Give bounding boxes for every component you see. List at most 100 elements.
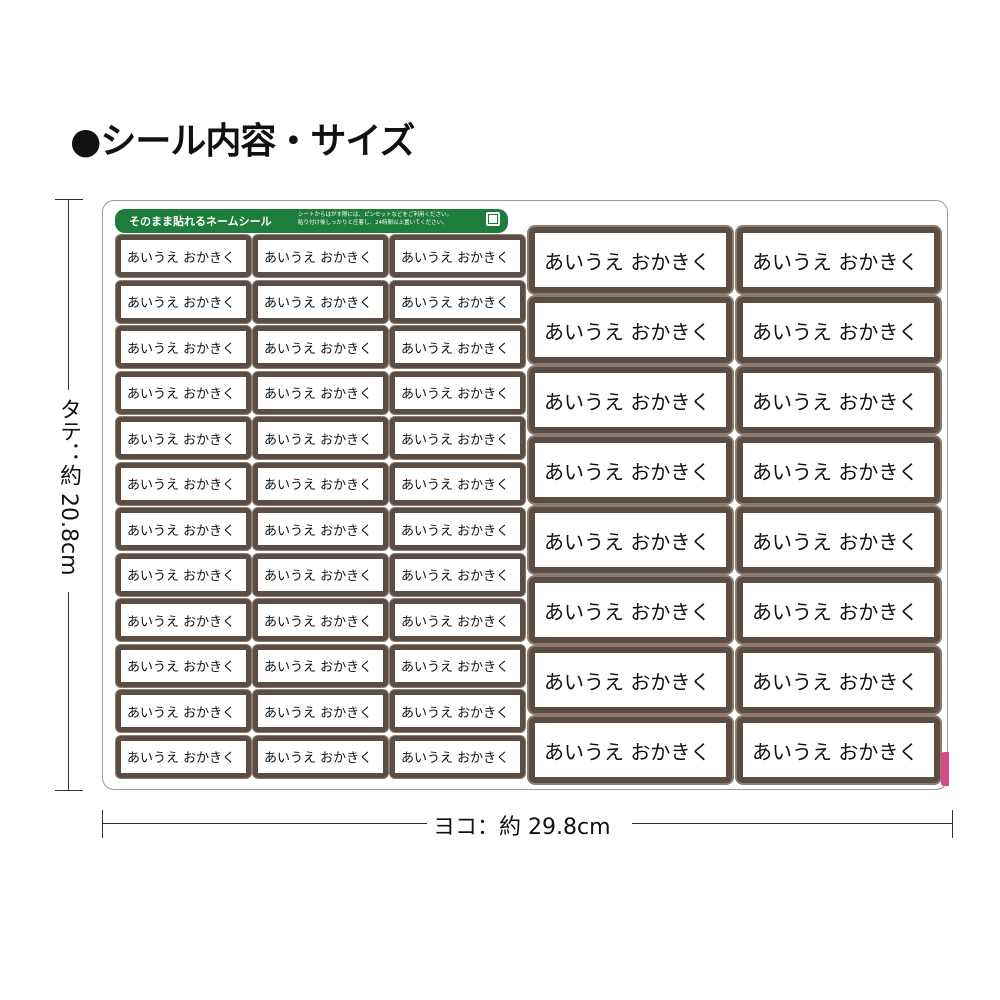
small-name-label: あいうえ おかきく xyxy=(116,735,251,778)
small-name-label-text: あいうえ おかきく xyxy=(401,705,510,721)
large-name-label: あいうえ おかきく xyxy=(737,717,940,783)
small-name-label: あいうえ おかきく xyxy=(390,690,525,732)
large-name-label-text: あいうえ おかきく xyxy=(752,459,919,484)
small-name-label: あいうえ おかきく xyxy=(253,235,388,277)
sheet-header-title: そのまま貼れるネームシール xyxy=(129,215,272,228)
small-name-label: あいうえ おかきく xyxy=(116,326,251,368)
small-name-label: あいうえ おかきく xyxy=(116,644,251,687)
large-name-label-text: あいうえ おかきく xyxy=(752,249,919,274)
small-name-label: あいうえ おかきく xyxy=(253,599,388,641)
sheet-header-note-line: 貼り付け後しっかりと圧着し、24時間以上置いてください。 xyxy=(298,220,448,226)
height-dimension-line xyxy=(68,200,69,390)
checkbox-icon xyxy=(486,212,500,226)
small-name-label: あいうえ おかきく xyxy=(253,280,388,323)
small-name-label: あいうえ おかきく xyxy=(390,235,525,277)
small-name-label-text: あいうえ おかきく xyxy=(127,387,236,402)
large-name-label: あいうえ おかきく xyxy=(529,437,732,503)
small-name-label: あいうえ おかきく xyxy=(253,326,388,368)
large-name-label: あいうえ おかきく xyxy=(737,297,940,363)
small-name-label-text: あいうえ おかきく xyxy=(401,341,510,357)
small-name-label: あいうえ おかきく xyxy=(390,599,525,641)
large-name-label: あいうえ おかきく xyxy=(737,227,940,293)
large-name-label-text: あいうえ おかきく xyxy=(544,739,711,764)
large-name-label: あいうえ おかきく xyxy=(529,647,732,713)
small-name-label: あいうえ おかきく xyxy=(253,462,388,505)
small-name-label-text: あいうえ おかきく xyxy=(127,250,236,266)
large-name-label: あいうえ おかきく xyxy=(737,647,940,713)
large-name-label: あいうえ おかきく xyxy=(529,507,732,573)
large-name-label-text: あいうえ おかきく xyxy=(752,739,919,764)
small-name-label: あいうえ おかきく xyxy=(390,644,525,687)
small-name-label: あいうえ おかきく xyxy=(253,508,388,550)
small-name-label: あいうえ おかきく xyxy=(116,280,251,323)
large-name-label-text: あいうえ おかきく xyxy=(544,389,711,414)
small-name-label-text: あいうえ おかきく xyxy=(264,432,373,448)
small-name-label: あいうえ おかきく xyxy=(253,371,388,414)
small-name-label: あいうえ おかきく xyxy=(116,508,251,550)
small-name-label-text: あいうえ おかきく xyxy=(127,341,236,357)
large-name-label: あいうえ おかきく xyxy=(737,367,940,433)
small-name-label: あいうえ おかきく xyxy=(253,417,388,459)
large-name-label-text: あいうえ おかきく xyxy=(544,319,711,344)
width-dimension-tick-right xyxy=(952,810,953,838)
small-name-label-text: あいうえ おかきく xyxy=(264,478,373,493)
small-name-label-text: あいうえ おかきく xyxy=(127,296,236,311)
small-name-label: あいうえ おかきく xyxy=(116,462,251,505)
small-name-label-text: あいうえ おかきく xyxy=(401,751,510,766)
large-name-label: あいうえ おかきく xyxy=(529,227,732,293)
large-name-label: あいうえ おかきく xyxy=(529,577,732,643)
small-name-label-text: あいうえ おかきく xyxy=(401,478,510,493)
small-name-label-text: あいうえ おかきく xyxy=(401,387,510,402)
large-name-label-text: あいうえ おかきく xyxy=(544,669,711,694)
small-name-label-text: あいうえ おかきく xyxy=(401,250,510,266)
small-name-label: あいうえ おかきく xyxy=(390,280,525,323)
small-name-label: あいうえ おかきく xyxy=(116,371,251,414)
width-dimension-tick-left xyxy=(102,810,103,838)
sheet-pink-tab xyxy=(941,752,949,786)
small-name-label-text: あいうえ おかきく xyxy=(401,523,510,539)
width-dimension-line xyxy=(632,823,953,824)
large-name-label-text: あいうえ おかきく xyxy=(544,459,711,484)
height-dimension-tick-bottom xyxy=(55,790,83,791)
small-name-label-text: あいうえ おかきく xyxy=(264,250,373,266)
small-name-label: あいうえ おかきく xyxy=(116,690,251,732)
sheet-header-bar: そのまま貼れるネームシール シートからはがす際には、ピンセットなどをご利用くださ… xyxy=(115,209,508,233)
small-name-label: あいうえ おかきく xyxy=(390,735,525,778)
small-name-label-text: あいうえ おかきく xyxy=(401,296,510,311)
sheet-header-note: シートからはがす際には、ピンセットなどをご利用ください。 貼り付け後しっかりと圧… xyxy=(298,211,488,227)
large-name-label: あいうえ おかきく xyxy=(737,437,940,503)
height-dimension-line xyxy=(68,592,69,790)
small-name-label: あいうえ おかきく xyxy=(116,553,251,596)
small-name-label-text: あいうえ おかきく xyxy=(264,660,373,675)
small-name-label-text: あいうえ おかきく xyxy=(401,432,510,448)
small-name-label: あいうえ おかきく xyxy=(253,644,388,687)
small-name-label-text: あいうえ おかきく xyxy=(127,614,236,630)
small-name-label: あいうえ おかきく xyxy=(390,371,525,414)
small-name-label: あいうえ おかきく xyxy=(116,417,251,459)
small-name-label: あいうえ おかきく xyxy=(253,553,388,596)
large-name-label-text: あいうえ おかきく xyxy=(752,529,919,554)
large-name-label-text: あいうえ おかきく xyxy=(752,599,919,624)
small-name-label-text: あいうえ おかきく xyxy=(127,478,236,493)
small-name-label: あいうえ おかきく xyxy=(253,735,388,778)
small-name-label-text: あいうえ おかきく xyxy=(127,569,236,584)
height-dimension-tick-top xyxy=(55,199,83,200)
small-name-label-text: あいうえ おかきく xyxy=(264,705,373,721)
small-name-label-text: あいうえ おかきく xyxy=(127,432,236,448)
small-name-label-text: あいうえ おかきく xyxy=(264,387,373,402)
small-name-label-text: あいうえ おかきく xyxy=(401,614,510,630)
large-name-label-text: あいうえ おかきく xyxy=(544,529,711,554)
small-name-label-text: あいうえ おかきく xyxy=(264,296,373,311)
large-name-label-text: あいうえ おかきく xyxy=(544,599,711,624)
small-name-label-text: あいうえ おかきく xyxy=(127,523,236,539)
large-name-label: あいうえ おかきく xyxy=(529,297,732,363)
small-name-label: あいうえ おかきく xyxy=(116,235,251,277)
sheet-header-note-line: シートからはがす際には、ピンセットなどをご利用ください。 xyxy=(298,212,453,218)
small-name-label: あいうえ おかきく xyxy=(390,417,525,459)
large-name-label-text: あいうえ おかきく xyxy=(544,249,711,274)
small-name-label-text: あいうえ おかきく xyxy=(127,751,236,766)
large-name-label-text: あいうえ おかきく xyxy=(752,669,919,694)
large-name-label: あいうえ おかきく xyxy=(529,367,732,433)
sticker-sheet: そのまま貼れるネームシール シートからはがす際には、ピンセットなどをご利用くださ… xyxy=(102,200,948,790)
large-name-label: あいうえ おかきく xyxy=(737,577,940,643)
